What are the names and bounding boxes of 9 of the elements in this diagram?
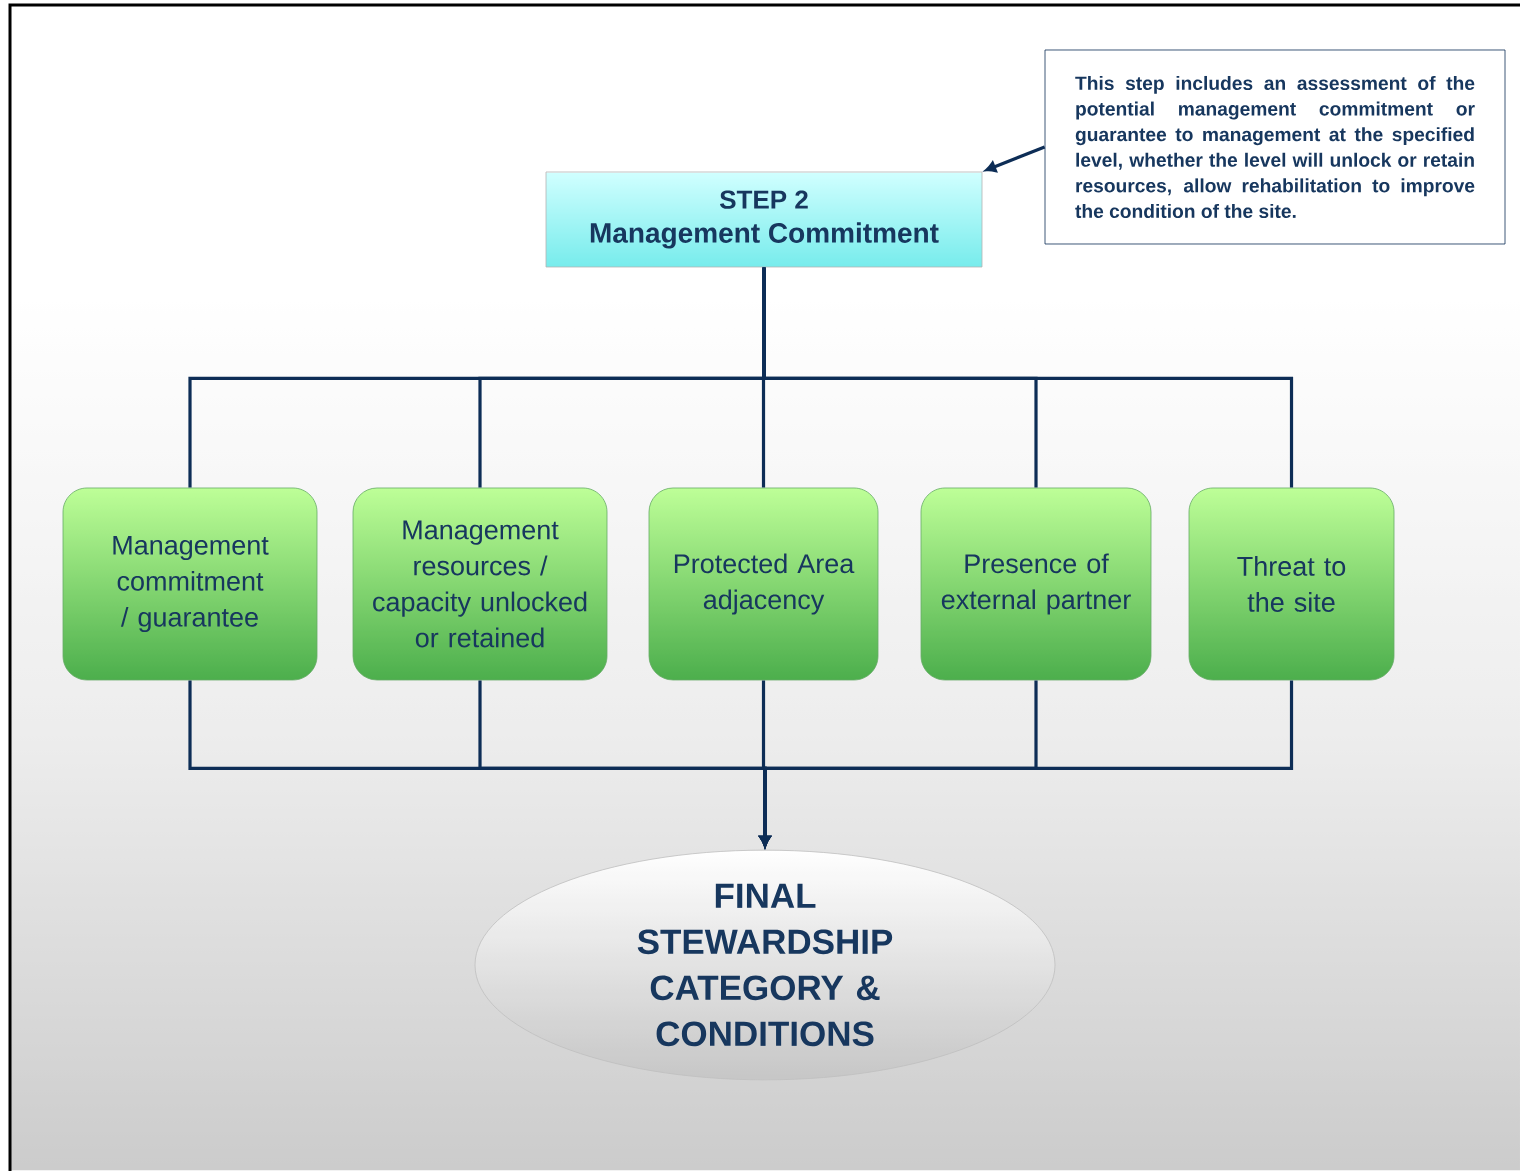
- factor-box: Threat to the site: [1188, 487, 1395, 681]
- factor-box: Management commitment / guarantee: [62, 487, 318, 681]
- factor-box: Presence of external partner: [920, 487, 1152, 681]
- factor-box: Management resources / capacity unlocked or retained: [352, 487, 608, 681]
- step-box: STEP 2 Management Commitment: [545, 171, 983, 268]
- factor-box: Protected Area adjacency: [648, 487, 879, 681]
- arrow: [759, 680, 1294, 847]
- connector-line: [762, 267, 1294, 488]
- note-box: This step includes an assessment of the potential management commitment or guarantee to management at the specified level, whether the level will unlock or retain resources, allow rehabilitation to improve the condition of the site.: [1044, 49, 1506, 245]
